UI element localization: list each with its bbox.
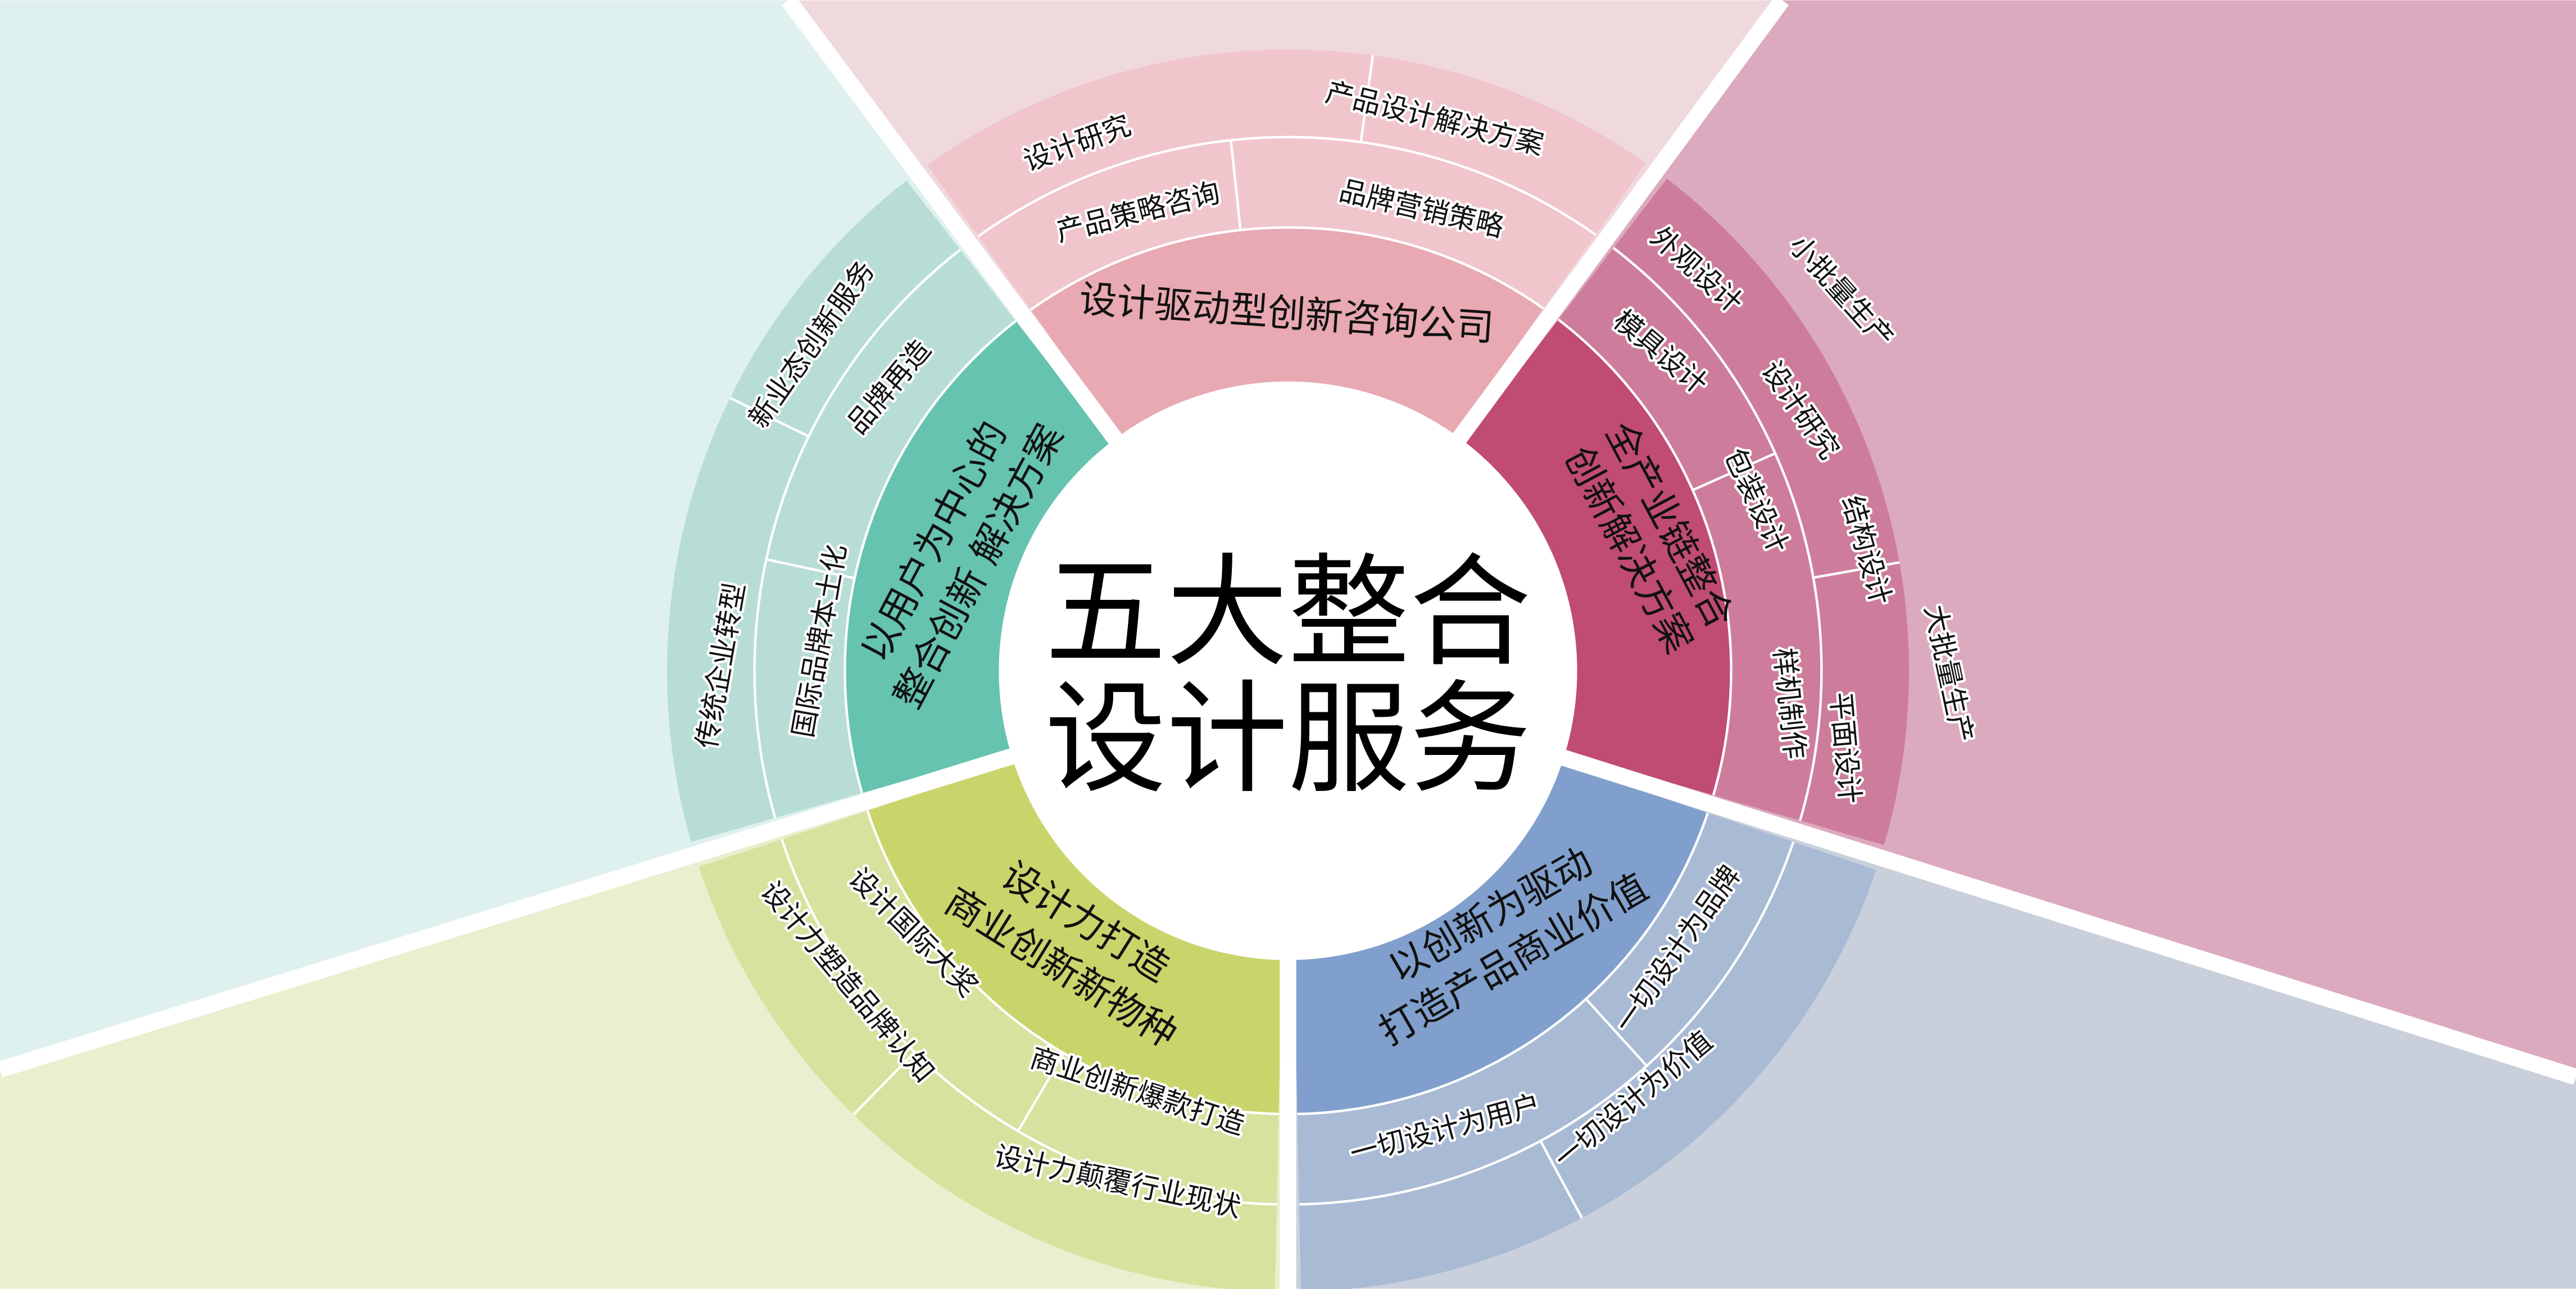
bottom-left-cell-divider [852, 1051, 915, 1116]
left-cell-divider [729, 397, 809, 437]
top-cell-divider [1359, 55, 1375, 142]
bottom-right-cell-divider [1585, 998, 1647, 1066]
sector-rings [666, 49, 1910, 1289]
bottom-left-category-ring [867, 762, 1282, 1115]
bottom-left-outer-ring [699, 809, 1279, 1289]
right-cell-divider [1692, 453, 1775, 491]
left-cell-divider [767, 558, 855, 580]
bottom-right-category-ring [1294, 763, 1708, 1115]
top-cell-divider [1230, 141, 1242, 230]
bottom-left-cell-divider [1017, 1052, 1065, 1131]
top-category-ring [1030, 227, 1544, 436]
top-ring-divider [1030, 226, 1544, 311]
center-title-line2: 设计服务 [1045, 669, 1531, 811]
right-cell-divider [1813, 561, 1900, 579]
bottom-right-cell-divider [1539, 1141, 1583, 1219]
bottom-right-outer-ring [1297, 812, 1876, 1289]
top-ring-divider [977, 135, 1597, 238]
center-title-line1: 五大整合 [1045, 542, 1531, 684]
top-outer-ring [927, 49, 1646, 313]
center-circle [999, 381, 1577, 960]
